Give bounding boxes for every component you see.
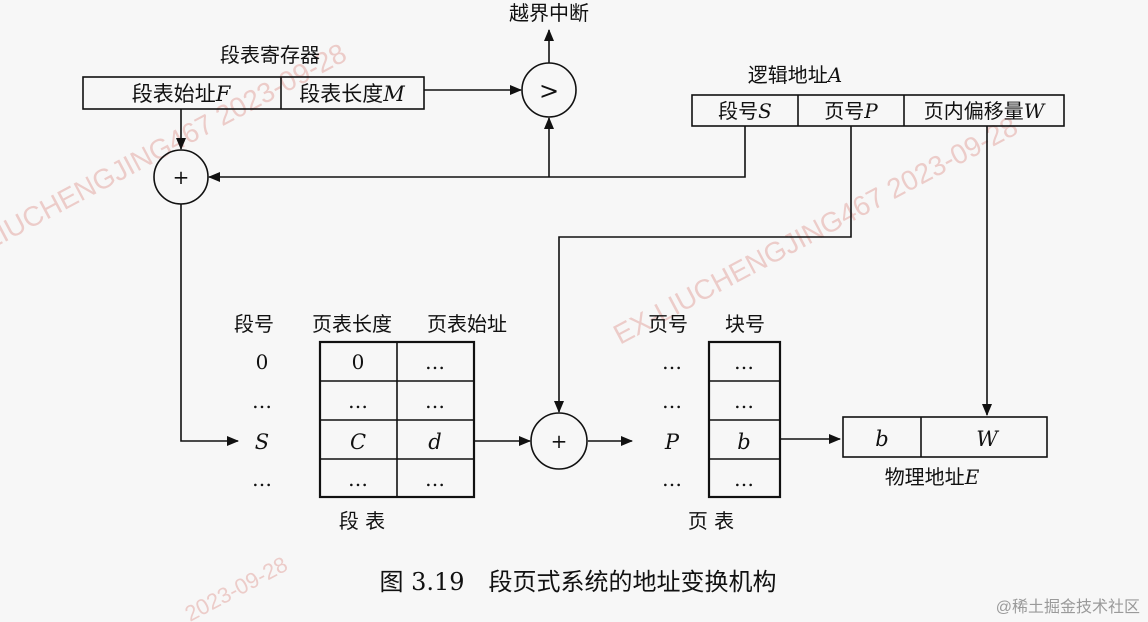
- segment-table-header-length: 页表长度: [312, 312, 392, 336]
- logical-address-box: [691, 94, 1065, 127]
- page-row-label: P: [664, 430, 680, 454]
- segment-table-cell: C: [350, 430, 366, 454]
- physical-address-label: 物理地址E: [885, 465, 980, 489]
- logical-address-title: 逻辑地址A: [748, 63, 842, 87]
- segment-table-cell: …: [348, 467, 368, 491]
- segment-table-length-field: 段表长度M: [299, 82, 405, 106]
- page-table-header-frame: 块号: [725, 312, 765, 336]
- page-table-cell: …: [734, 467, 754, 491]
- segment-table-cell: …: [425, 350, 445, 374]
- segment-row-label: …: [252, 467, 272, 491]
- page-row-label: …: [662, 389, 682, 413]
- adder-symbol-1: +: [173, 165, 190, 189]
- page-offset-field: 页内偏移量W: [924, 99, 1046, 123]
- segment-row-label: …: [252, 389, 272, 413]
- segment-row-label: 0: [256, 350, 269, 374]
- page-table-cell: …: [734, 389, 754, 413]
- segment-table-cell: …: [348, 389, 368, 413]
- segment-register-box: [82, 76, 425, 110]
- segment-table: [318, 340, 476, 499]
- segment-table-cell: …: [425, 389, 445, 413]
- physical-offset-field: W: [976, 427, 1000, 451]
- adder-circle-2: [530, 412, 588, 470]
- page-table-caption: 页 表: [688, 509, 734, 533]
- page-table-cell: …: [734, 350, 754, 374]
- segment-table-header-start: 页表始址: [427, 312, 507, 336]
- page-table-header-page: 页号: [648, 312, 688, 336]
- segment-table-start-field: 段表始址F: [132, 82, 232, 106]
- watermark: LIUCHENGJING467 2023-09-28: [0, 37, 351, 255]
- page-row-label: …: [662, 467, 682, 491]
- physical-frame-field: b: [875, 427, 888, 451]
- segment-number-field: 段号S: [718, 99, 772, 123]
- page-number-field: 页号P: [824, 99, 878, 123]
- interrupt-label: 越界中断: [509, 1, 589, 25]
- segment-table-header-segment: 段号: [234, 312, 274, 336]
- connector-lines: [176, 29, 992, 446]
- segment-table-caption: 段 表: [339, 509, 385, 533]
- physical-address-box: [842, 416, 1048, 458]
- page-row-label: …: [662, 350, 682, 374]
- watermark: 2023-09-28: [181, 552, 292, 622]
- segment-table-cell: 0: [352, 350, 365, 374]
- comparator-symbol: >: [539, 77, 559, 105]
- segment-table-cell: …: [425, 467, 445, 491]
- page-table-cell: b: [737, 430, 750, 454]
- segment-table-cell: d: [428, 430, 441, 454]
- adder-symbol-2: +: [551, 429, 568, 453]
- segment-row-label: S: [255, 430, 269, 454]
- figure-caption: 图 3.19 段页式系统的地址变换机构: [379, 568, 776, 596]
- segment-register-title: 段表寄存器: [220, 43, 320, 67]
- page-table: [707, 340, 782, 499]
- site-credit: @稀土掘金技术社区: [996, 598, 1140, 616]
